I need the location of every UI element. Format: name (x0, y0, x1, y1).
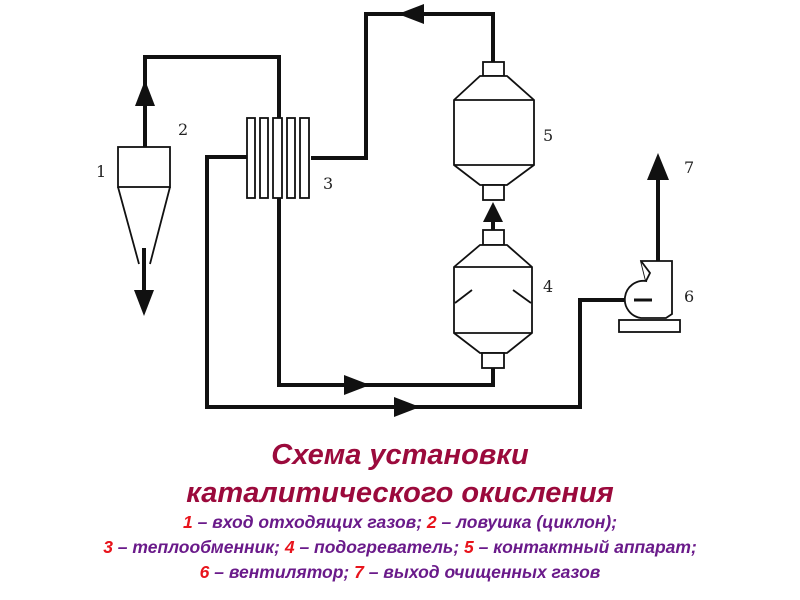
legend-number: 2 (426, 512, 437, 532)
pipe-exchanger-to-reactor4 (277, 198, 495, 387)
legend-text: – теплообменник; (112, 537, 285, 557)
legend-text: – ловушка (циклон); (436, 512, 618, 532)
legend: 1 – вход отходящих газов; 2 – ловушка (ц… (0, 510, 800, 585)
legend-line-1: 1 – вход отходящих газов; 2 – ловушка (ц… (0, 510, 800, 535)
label-3: 3 (323, 174, 333, 193)
label-7: 7 (684, 158, 694, 177)
legend-text: – подогреватель; (294, 537, 465, 557)
contact-apparatus (453, 61, 535, 201)
arrow-right-icon (394, 397, 420, 417)
legend-number: 4 (284, 537, 295, 557)
legend-number: 6 (199, 562, 210, 582)
label-5: 5 (543, 126, 553, 145)
legend-text: – вентилятор; (209, 562, 355, 582)
legend-text: – вход отходящих газов; (192, 512, 427, 532)
legend-number: 5 (464, 537, 474, 557)
label-4: 4 (543, 277, 553, 296)
legend-line-2: 3 – теплообменник; 4 – подогреватель; 5 … (0, 535, 800, 560)
arrow-right-icon (344, 375, 370, 395)
arrow-up-icon (135, 80, 155, 106)
legend-number: 1 (182, 512, 193, 532)
title-line-1: Схема установки (271, 439, 529, 471)
legend-text: – выход очищенных газов (363, 562, 601, 582)
legend-line-3: 6 – вентилятор; 7 – выход очищенных газо… (0, 560, 800, 585)
legend-text: – контактный аппарат; (473, 537, 697, 557)
arrow-up-icon (647, 153, 669, 180)
diagram-title: Схема установки каталитического окислени… (0, 436, 800, 512)
legend-number: 3 (103, 537, 113, 557)
legend-number: 7 (354, 562, 364, 582)
arrow-down-icon (134, 290, 154, 316)
label-1: 1 (96, 162, 106, 181)
preheater (453, 229, 533, 369)
pipe-cyclone-to-exchanger (143, 55, 281, 147)
cyclone (117, 146, 171, 265)
pipe-exchanger-to-reactor5 (311, 12, 495, 160)
heat-exchanger (246, 117, 310, 199)
title-line-2: каталитического окисления (186, 477, 614, 509)
arrow-left-icon (398, 4, 424, 24)
fan (618, 260, 681, 333)
arrow-up-icon (483, 202, 503, 222)
label-2: 2 (178, 120, 188, 139)
label-6: 6 (684, 287, 694, 306)
pipe-exchanger-to-fan (205, 155, 652, 409)
